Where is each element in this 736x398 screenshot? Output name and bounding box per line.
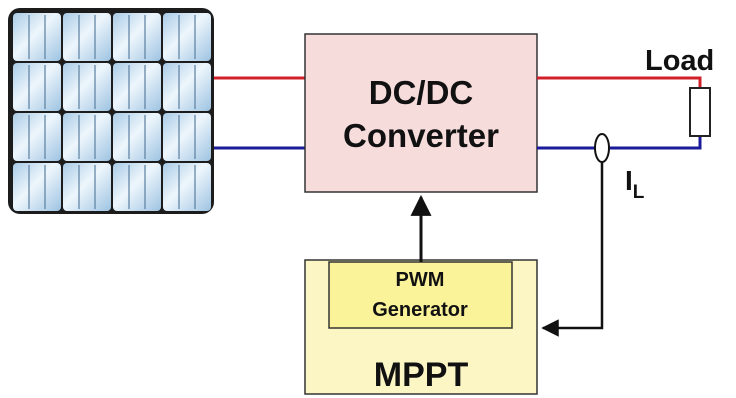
solar-cell [163,63,211,111]
load-label: Load [645,45,714,77]
solar-cell [63,63,111,111]
solar-cell [13,113,61,161]
pwm-label-line2: Generator [372,299,468,321]
solar-cell [113,113,161,161]
solar-cell [113,163,161,211]
resistor-icon [689,87,711,137]
dc-dc-converter-block: DC/DC Converter [304,33,538,193]
converter-label-line2: Converter [343,117,499,154]
solar-cell [163,113,211,161]
current-subscript: L [633,182,645,203]
converter-label-line1: DC/DC [369,74,474,111]
solar-cell [163,13,211,61]
current-label: IL [625,165,645,203]
solar-cell [163,163,211,211]
current-sensor-icon [594,133,610,163]
solar-cell [113,13,161,61]
negative-wire-output [537,134,702,150]
solar-cell [63,113,111,161]
solar-cell [63,163,111,211]
mppt-block: PWM Generator MPPT [304,259,538,395]
solar-cell [63,13,111,61]
mppt-label: MPPT [374,356,469,394]
pwm-label-line1: PWM [396,269,445,291]
solar-cell [13,163,61,211]
solar-cell [13,63,61,111]
solar-cell [13,13,61,61]
solar-cells [13,13,211,211]
solar-panel-icon [8,8,214,214]
positive-wire-output [537,76,702,90]
solar-cell [113,63,161,111]
pwm-generator-block [328,261,513,329]
current-symbol: I [625,165,633,196]
feedback-wire [541,162,604,337]
